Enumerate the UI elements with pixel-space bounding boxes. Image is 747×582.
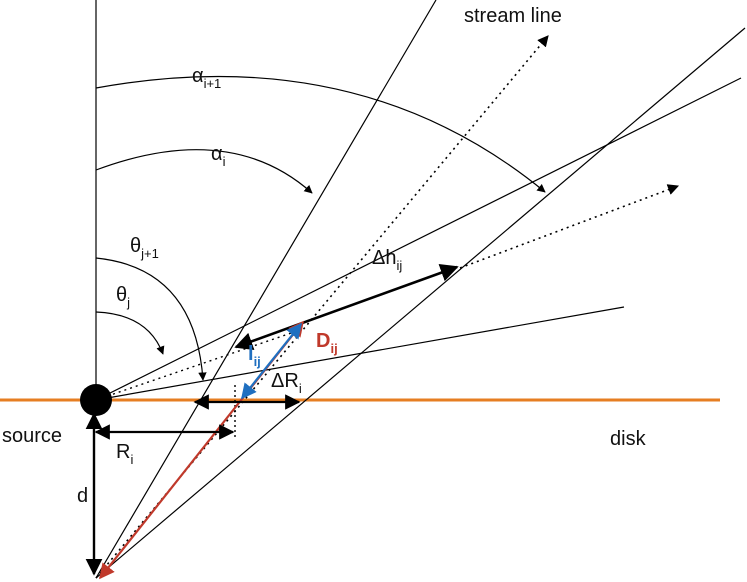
dh-subscript: ij — [396, 258, 402, 273]
ray-alpha-i — [95, 0, 437, 579]
ri-subscript: i — [130, 452, 133, 467]
lij-subscript: ij — [254, 354, 261, 369]
theta-j1-symbol: θ — [130, 235, 141, 257]
label-dr: ΔRi — [271, 370, 302, 396]
label-alpha-i: αi — [211, 143, 226, 169]
alpha-i1-symbol: α — [192, 65, 204, 87]
dh-arrow — [234, 264, 459, 350]
dij-symbol: D — [316, 330, 330, 352]
theta-j1-subscript: j+1 — [140, 246, 159, 261]
dr-subscript: i — [299, 381, 302, 396]
ri-symbol: R — [116, 441, 130, 463]
lij-symbol: l — [248, 343, 254, 365]
arc-theta-j1 — [95, 257, 207, 381]
theta-j-subscript: j — [126, 295, 130, 310]
label-alpha-i1: αi+1 — [192, 65, 221, 91]
label-theta-j: θj — [116, 284, 130, 310]
alpha-i-symbol: α — [211, 143, 223, 165]
dotted-ray-dh — [459, 184, 680, 269]
label-source: source — [2, 425, 62, 447]
label-disk: disk — [610, 428, 647, 450]
label-dh: Δhij — [372, 247, 402, 273]
alpha-i-subscript: i — [223, 154, 226, 169]
stream-line-dotted — [95, 35, 549, 579]
theta-j-symbol: θ — [116, 284, 127, 306]
ray-alpha-i1 — [95, 27, 746, 579]
ray-theta-j1 — [95, 77, 742, 401]
dr-symbol: ΔR — [271, 370, 299, 392]
arc-alpha-i1 — [95, 75, 546, 193]
dh-symbol: Δh — [372, 247, 396, 269]
lij-arrow — [241, 322, 302, 400]
alpha-i1-subscript: i+1 — [204, 76, 222, 91]
arc-alpha-i — [95, 149, 313, 194]
source-point — [80, 384, 112, 416]
label-lij: lij — [248, 343, 261, 369]
arc-theta-j — [95, 311, 165, 355]
label-d: d — [77, 485, 88, 507]
label-theta-j1: θj+1 — [130, 235, 159, 261]
label-dij: Dij — [316, 330, 338, 356]
label-stream-line: stream line — [464, 5, 562, 27]
dij-subscript: ij — [330, 341, 337, 356]
label-ri: Ri — [116, 441, 133, 467]
